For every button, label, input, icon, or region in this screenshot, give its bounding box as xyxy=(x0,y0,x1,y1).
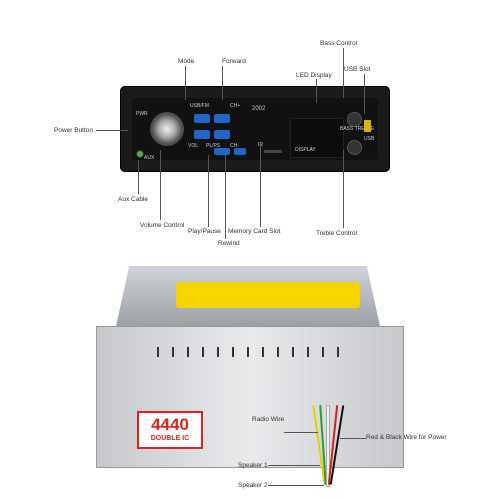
leader-line xyxy=(343,150,344,228)
car-stereo-front-panel: PWR AUX USB/FM CH+ VOL PL/PS CH- 2002 IR… xyxy=(120,86,390,172)
panel-face: PWR AUX USB/FM CH+ VOL PL/PS CH- 2002 IR… xyxy=(132,98,378,161)
callout-volume-control: Volume Control xyxy=(140,222,185,229)
callout-aux-cable: Aux Cable xyxy=(118,196,148,203)
product-label-sticker xyxy=(176,282,360,308)
leader-line xyxy=(96,130,128,131)
usb-label: USB xyxy=(364,136,375,142)
leader-line xyxy=(225,155,226,239)
vent-slot xyxy=(232,347,234,357)
callout-mode: Mode xyxy=(178,58,195,65)
vent-slot xyxy=(202,347,204,357)
sticker-number: 4440 xyxy=(151,415,189,434)
mode-button[interactable] xyxy=(194,114,210,123)
callout-speaker-2: Speaker 2 xyxy=(238,482,268,489)
memory-card-slot[interactable] xyxy=(264,150,282,153)
vent-slot xyxy=(157,347,159,357)
leader-line xyxy=(222,66,223,100)
callout-rewind: Rewind xyxy=(218,240,240,247)
aux-label: AUX xyxy=(144,155,155,161)
chassis-rear-face: 4440 DOUBLE IC xyxy=(96,326,404,468)
callout-led-display: LED Display xyxy=(296,72,332,79)
usb-slot[interactable] xyxy=(364,120,371,132)
bass-treble-label: BASS TREBLE xyxy=(340,126,375,132)
vent-slot xyxy=(262,347,264,357)
treble-knob[interactable] xyxy=(347,140,362,155)
volume-knob[interactable] xyxy=(150,112,184,146)
play-pause-label: PL/PS xyxy=(206,143,221,149)
callout-bass-control: Bass Control xyxy=(320,40,358,47)
leader-line xyxy=(185,66,186,100)
callout-power-button: Power Button xyxy=(54,127,94,134)
model-sticker: 4440 DOUBLE IC xyxy=(137,411,203,449)
leader-line xyxy=(364,74,365,114)
sticker-text: DOUBLE IC xyxy=(150,435,190,442)
pwr-label: PWR xyxy=(136,111,148,117)
vent-slot xyxy=(172,347,174,357)
callout-red-black-wire: Red & Black Wire for Power xyxy=(366,434,447,441)
vent-slot xyxy=(337,347,339,357)
leader-line xyxy=(208,155,209,227)
rewind-button[interactable] xyxy=(234,148,246,155)
leader-line xyxy=(260,144,261,227)
callout-play-pause: Play/Pause xyxy=(188,228,221,235)
callout-forward: Forward xyxy=(222,58,246,65)
vent-slot xyxy=(187,347,189,357)
bass-knob[interactable] xyxy=(347,112,362,127)
model-number: 2002 xyxy=(252,106,266,112)
leader-line xyxy=(268,485,324,486)
callout-memory-card-slot: Memory Card Slot xyxy=(228,228,281,235)
white-wire xyxy=(326,405,330,487)
preset-button-2[interactable] xyxy=(214,130,230,139)
leader-line xyxy=(316,79,317,103)
vent-slot xyxy=(247,347,249,357)
forward-button[interactable] xyxy=(214,114,230,123)
callout-radio-wire: Radio Wire xyxy=(252,416,285,423)
led-display: DISPLAY xyxy=(290,118,344,158)
ch-minus-label: CH- xyxy=(230,143,239,149)
vent-slot xyxy=(217,347,219,357)
callout-treble-control: Treble Control xyxy=(316,230,357,237)
usb-fm-label: USB/FM xyxy=(190,103,209,109)
stereo-chassis: 4440 DOUBLE IC xyxy=(96,266,404,468)
vent-slot xyxy=(292,347,294,357)
leader-line xyxy=(268,465,320,466)
vent-slot xyxy=(307,347,309,357)
preset-button[interactable] xyxy=(194,130,210,139)
leader-line xyxy=(138,160,139,194)
leader-line xyxy=(340,438,366,439)
vent-slot xyxy=(322,347,324,357)
callout-usb-slot: USB Slot xyxy=(344,66,371,73)
leader-line xyxy=(160,150,161,220)
leader-line xyxy=(343,48,344,98)
play-pause-button[interactable] xyxy=(214,148,230,155)
chassis-top xyxy=(116,266,380,326)
display-label: DISPLAY xyxy=(295,147,316,153)
vol-label: VOL xyxy=(188,143,199,149)
vent-slot xyxy=(277,347,279,357)
ch-plus-label: CH+ xyxy=(230,103,241,109)
callout-speaker-1: Speaker 1 xyxy=(238,462,268,469)
aux-port[interactable] xyxy=(136,150,144,158)
leader-line xyxy=(284,432,318,433)
